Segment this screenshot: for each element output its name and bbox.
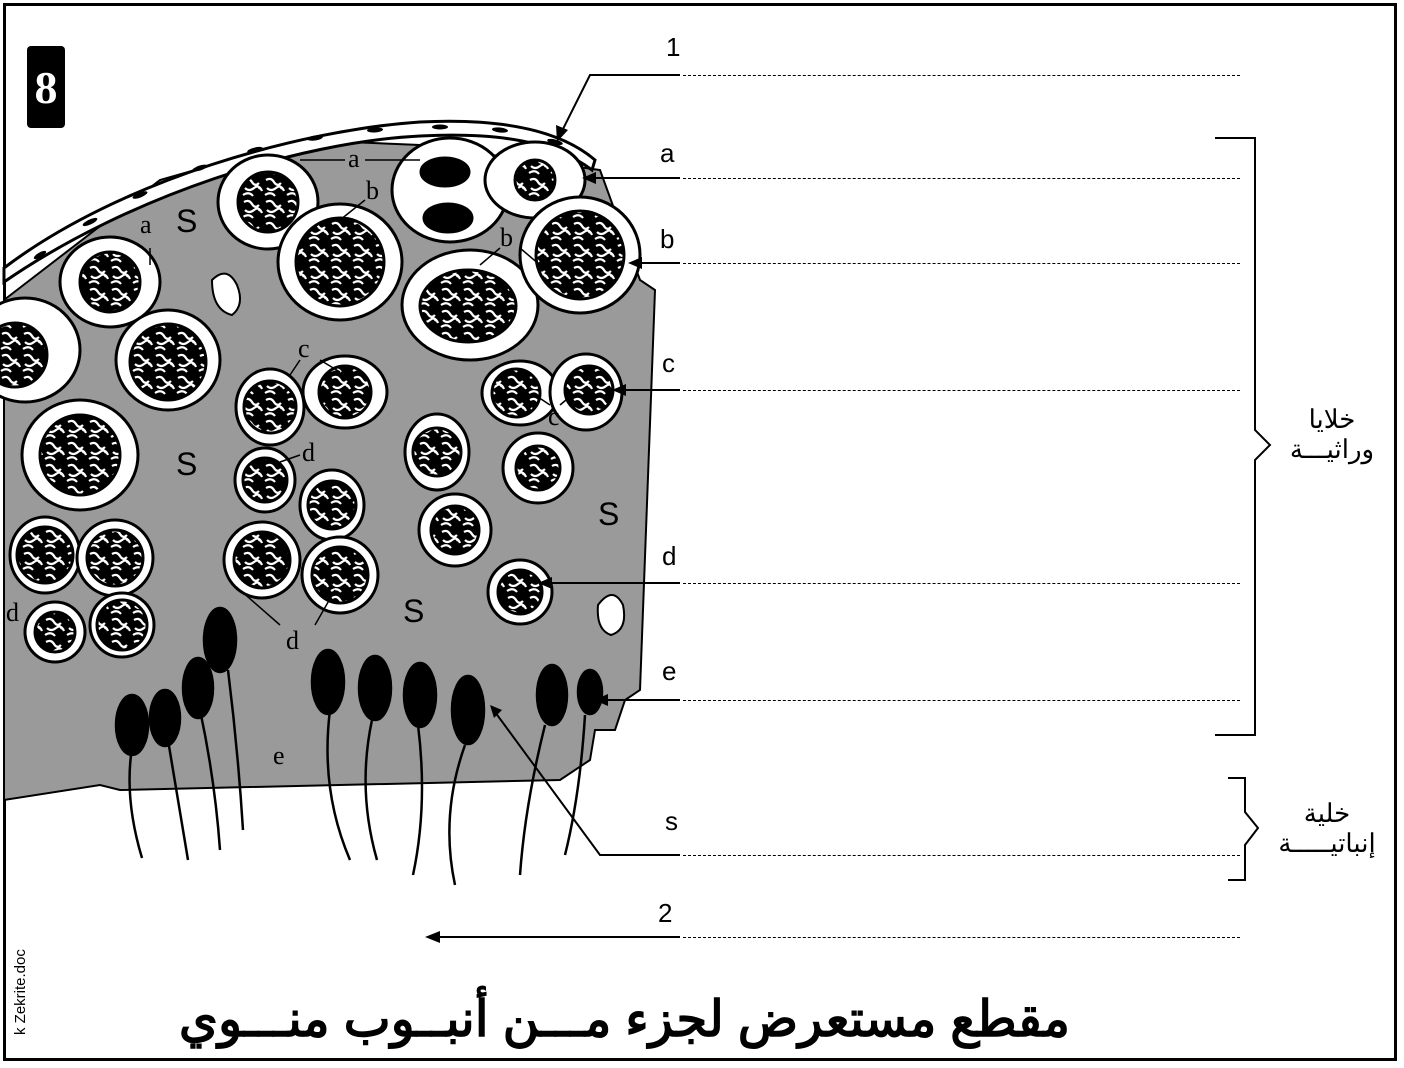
germ-cell (302, 537, 378, 613)
answer-line (683, 855, 1240, 856)
diagram-label-a: a (140, 212, 152, 238)
germ-cell (278, 204, 402, 320)
diagram-label-e: e (273, 743, 285, 769)
label-a: a (660, 140, 674, 166)
answer-line (683, 263, 1240, 264)
label-e: e (662, 658, 676, 684)
diagram-label-s: S (598, 498, 619, 530)
watermark: k Zekrite.doc (12, 949, 29, 1035)
diagram-label-a: a (348, 146, 360, 172)
diagram-label-b: b (366, 178, 379, 204)
diagram-label-s: S (403, 595, 424, 627)
germ-cell (503, 433, 573, 503)
diagram-label-c: c (298, 336, 310, 362)
germ-cell (90, 593, 154, 657)
label-c: c (662, 350, 675, 376)
label-2: 2 (658, 900, 672, 926)
answer-line (683, 75, 1240, 76)
diagram-label-c: c (548, 404, 560, 430)
germ-cell (77, 520, 153, 596)
germ-cell (22, 400, 138, 510)
germ-cell (25, 602, 85, 662)
germ-cell (402, 250, 538, 360)
label-s: s (665, 808, 678, 834)
germ-cell (520, 197, 640, 313)
germ-cell (235, 448, 295, 512)
answer-line (683, 390, 1240, 391)
germ-cell (405, 414, 469, 490)
germ-cell (303, 356, 387, 428)
brackets (1215, 138, 1270, 880)
germ-cell (419, 494, 491, 566)
diagram-label-s: S (176, 448, 197, 480)
diagram-label-d: d (302, 440, 315, 466)
germ-cell (10, 517, 80, 593)
label-b: b (660, 226, 674, 252)
germ-cell (224, 522, 300, 598)
germ-cell (482, 361, 558, 425)
diagram-label-s: S (176, 205, 197, 237)
answer-line (683, 583, 1240, 584)
answer-line (683, 178, 1240, 179)
germ-cell (488, 560, 552, 624)
diagram-label-b: b (500, 225, 513, 251)
answer-line (683, 937, 1240, 938)
sertoli-cell-caption: خلية إنباتيـــــة (1262, 798, 1392, 858)
page-title: مقطع مستعرض لجزء مـــن أنبــوب منـــوي (180, 990, 1070, 1048)
answer-line (683, 700, 1240, 701)
germ-cells-caption: خلايا وراثيـــة (1272, 404, 1392, 464)
germ-cell (236, 369, 304, 445)
diagram-label-d: d (286, 628, 299, 654)
germ-cell (550, 354, 622, 430)
germ-cell (300, 470, 364, 540)
germ-cell (116, 310, 220, 410)
label-d: d (662, 543, 676, 569)
label-1: 1 (666, 34, 680, 60)
diagram-label-d: d (6, 600, 19, 626)
